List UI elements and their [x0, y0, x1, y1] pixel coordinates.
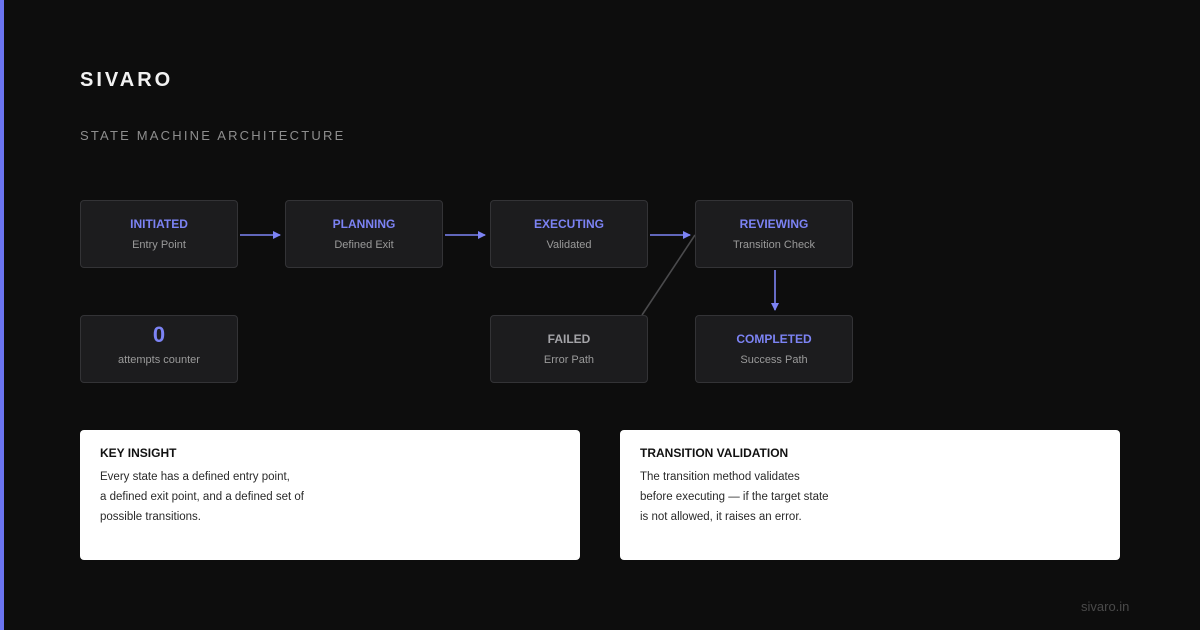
- state-completed: COMPLETED Success Path: [695, 315, 853, 383]
- state-description: Error Path: [543, 354, 595, 366]
- state-name: INITIATED: [130, 217, 188, 231]
- state-description: Validated: [546, 239, 592, 251]
- key-insight-card: KEY INSIGHT Every state has a defined en…: [80, 430, 580, 560]
- state-name: PLANNING: [332, 217, 396, 231]
- card-line: The transition method validates: [640, 471, 800, 483]
- accent-bar: [0, 0, 4, 630]
- card-title: TRANSITION VALIDATION: [640, 446, 789, 460]
- footer-url: sivaro.in: [1081, 599, 1130, 614]
- card-line: possible transitions.: [100, 511, 201, 523]
- transition-validation-card: TRANSITION VALIDATION The transition met…: [620, 430, 1120, 560]
- state-description: Success Path: [740, 354, 808, 366]
- state-description: Defined Exit: [334, 239, 394, 251]
- attempts-counter: 0 attempts counter: [80, 315, 238, 383]
- counter-label: attempts counter: [118, 354, 200, 366]
- state-description: Transition Check: [732, 239, 816, 251]
- state-reviewing: REVIEWING Transition Check: [695, 200, 853, 268]
- state-name: FAILED: [547, 332, 591, 346]
- card-line: before executing — if the target state: [640, 491, 829, 503]
- card-line: is not allowed, it raises an error.: [640, 511, 802, 523]
- state-initiated: INITIATED Entry Point: [80, 200, 238, 268]
- card-line: a defined exit point, and a defined set …: [100, 491, 304, 503]
- state-executing: EXECUTING Validated: [490, 200, 648, 268]
- state-failed: FAILED Error Path: [490, 315, 648, 383]
- state-planning: PLANNING Defined Exit: [285, 200, 443, 268]
- state-description: Entry Point: [132, 239, 186, 251]
- counter-value: 0: [152, 322, 166, 347]
- page-subtitle: STATE MACHINE ARCHITECTURE: [80, 128, 346, 143]
- state-name: COMPLETED: [736, 332, 812, 346]
- state-name: REVIEWING: [739, 217, 809, 231]
- connector-reviewing-to-failed: [641, 234, 696, 316]
- brand-logo: SIVARO: [80, 69, 174, 91]
- card-line: Every state has a defined entry point,: [100, 471, 290, 483]
- state-name: EXECUTING: [533, 217, 604, 231]
- card-title: KEY INSIGHT: [100, 446, 177, 460]
